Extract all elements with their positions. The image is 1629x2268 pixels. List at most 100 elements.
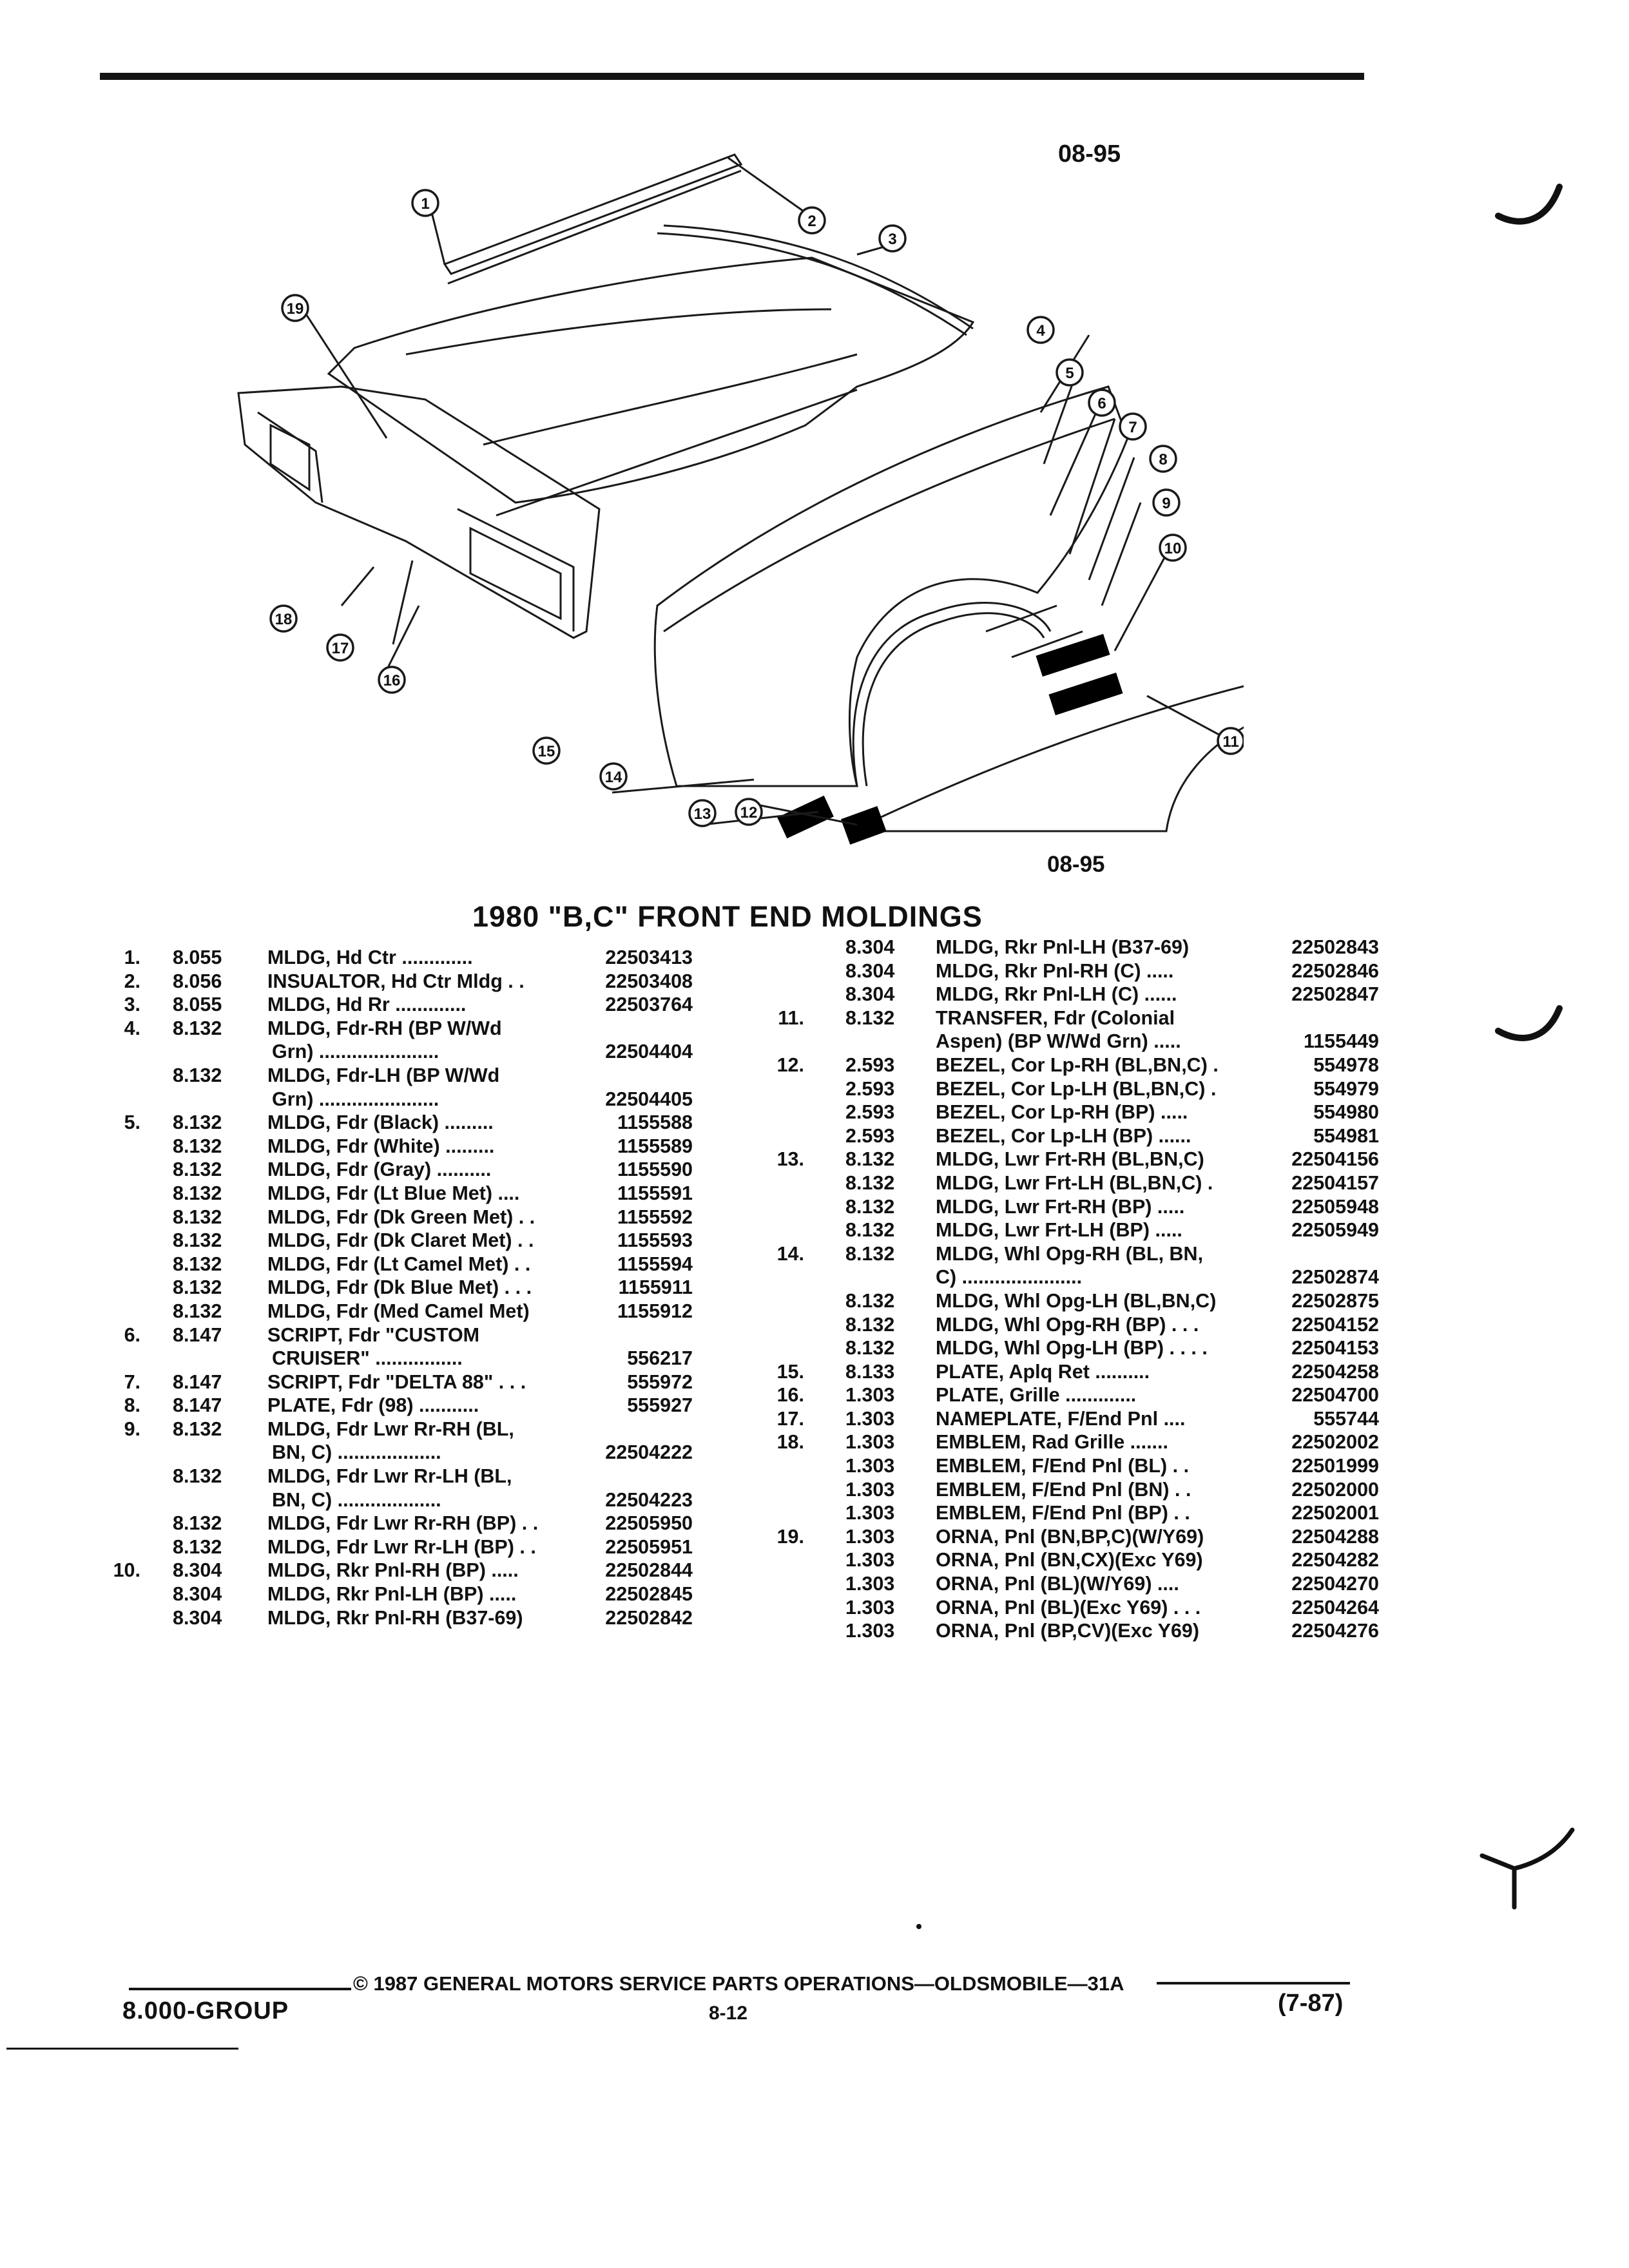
callout-4: 4	[1027, 316, 1055, 344]
part-number: 22504276	[1291, 1620, 1379, 1642]
part-description: ORNA, Pnl (BL)(W/Y69) ....	[936, 1573, 1179, 1595]
group-number: 8.132	[845, 1006, 895, 1029]
part-number: 22504270	[1291, 1573, 1379, 1595]
group-number: 8.147	[173, 1370, 222, 1393]
svg-text:11: 11	[1222, 733, 1239, 751]
bezel-part	[840, 805, 887, 845]
part-number: 1155588	[617, 1111, 693, 1134]
group-number: 8.304	[173, 1559, 222, 1582]
group-number: 1.303	[845, 1478, 895, 1501]
group-number: 8.132	[845, 1195, 895, 1218]
part-description: MLDG, Fdr (Black) .........	[267, 1111, 494, 1134]
part-description: MLDG, Lwr Frt-RH (BL,BN,C)	[936, 1148, 1204, 1171]
part-number: 22504264	[1291, 1596, 1379, 1619]
callout-18: 18	[269, 604, 298, 633]
group-number: 1.303	[845, 1384, 895, 1407]
part-description: MLDG, Rkr Pnl-RH (C) .....	[936, 959, 1174, 982]
group-number: 2.593	[845, 1053, 895, 1076]
item-number: 5.	[124, 1111, 140, 1134]
part-number: 22504700	[1291, 1384, 1379, 1407]
part-number: 22502846	[1291, 959, 1379, 982]
svg-text:15: 15	[538, 743, 555, 760]
group-number: 8.132	[173, 1300, 222, 1322]
part-number: 22502000	[1291, 1478, 1379, 1501]
part-number: 1155594	[617, 1253, 693, 1275]
wheel-opening-molding	[852, 602, 1052, 787]
part-number: 22502842	[605, 1606, 693, 1629]
group-number: 8.132	[173, 1182, 222, 1204]
group-number: 8.055	[173, 947, 222, 968]
group-number: 8.056	[173, 970, 222, 992]
part-number: 22504282	[1291, 1549, 1379, 1571]
part-description: BEZEL, Cor Lp-RH (BP) .....	[936, 1101, 1188, 1124]
part-number: 554981	[1313, 1124, 1379, 1147]
part-number: 22505949	[1291, 1219, 1379, 1242]
part-number: 22501999	[1291, 1455, 1379, 1477]
group-number: 8.147	[173, 1394, 222, 1417]
callout-15: 15	[532, 736, 561, 765]
group-number: 8.132	[845, 1171, 895, 1194]
part-description: MLDG, Fdr-RH (BP W/Wd	[267, 1017, 502, 1039]
item-number: 19.	[776, 1525, 804, 1548]
part-number: 22505950	[605, 1512, 693, 1535]
hood-rear-molding	[443, 153, 743, 275]
svg-text:6: 6	[1097, 395, 1106, 412]
svg-text:16: 16	[383, 672, 401, 689]
group-number: 8.132	[845, 1337, 895, 1360]
part-number: 22504404	[605, 1041, 693, 1063]
group-number: 8.133	[845, 1360, 895, 1383]
part-description: CRUISER" ................	[272, 1347, 463, 1370]
item-number: 7.	[124, 1370, 140, 1393]
part-description: BN, C) ...................	[272, 1441, 441, 1464]
part-number: 22504152	[1291, 1313, 1379, 1336]
part-number: 22504405	[605, 1088, 693, 1110]
part-number: 555744	[1313, 1407, 1379, 1430]
lower-front-molding	[777, 795, 834, 839]
copyright-line: © 1987 GENERAL MOTORS SERVICE PARTS OPER…	[353, 1972, 1124, 1995]
group-number: 8.132	[173, 1135, 222, 1157]
part-description: BEZEL, Cor Lp-LH (BP) ......	[936, 1124, 1191, 1147]
item-number: 17.	[776, 1407, 804, 1430]
group-number: 1.303	[845, 1502, 895, 1524]
svg-text:10: 10	[1164, 540, 1182, 557]
part-description: MLDG, Fdr (Dk Claret Met) . .	[267, 1229, 534, 1252]
part-number: 22504258	[1291, 1360, 1379, 1383]
svg-text:8: 8	[1159, 451, 1167, 468]
group-number: 8.132	[173, 1253, 222, 1275]
part-number: 22502845	[605, 1583, 693, 1606]
svg-text:17: 17	[332, 640, 349, 657]
part-description: MLDG, Lwr Frt-LH (BL,BN,C) .	[936, 1171, 1213, 1194]
svg-text:19: 19	[287, 300, 304, 318]
part-description: ORNA, Pnl (BL)(Exc Y69) . . .	[936, 1596, 1201, 1619]
group-number: 8.304	[845, 936, 895, 958]
dot-mark	[916, 1924, 921, 1929]
callout-2: 2	[798, 206, 826, 235]
part-number: 1155592	[617, 1206, 693, 1228]
part-description: MLDG, Fdr Lwr Rr-LH (BP) . .	[267, 1535, 536, 1558]
